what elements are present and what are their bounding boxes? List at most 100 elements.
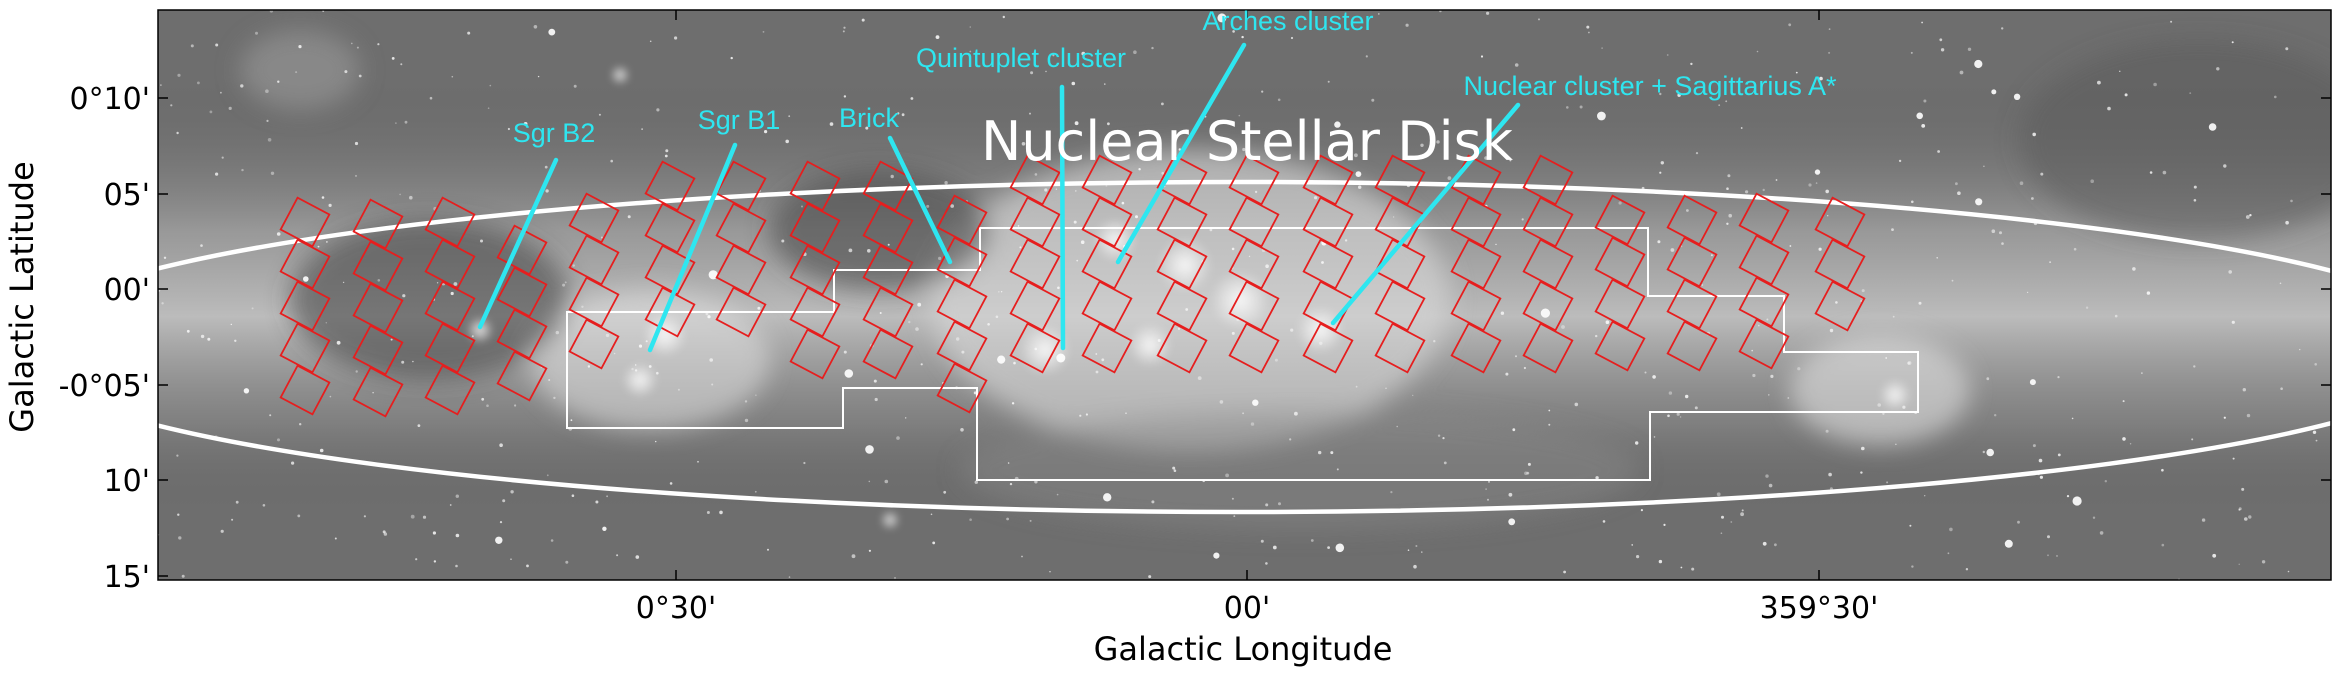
- x-tick-label: 359°30': [1760, 591, 1879, 626]
- star: [2228, 270, 2232, 274]
- star: [1055, 188, 1058, 190]
- star: [1882, 412, 1885, 415]
- star: [2242, 388, 2246, 392]
- star: [2238, 508, 2241, 511]
- star: [2231, 320, 2235, 324]
- star: [1758, 324, 1760, 327]
- star: [1157, 339, 1161, 342]
- star: [627, 215, 631, 219]
- star: [1319, 341, 1323, 345]
- star: [2193, 199, 2197, 202]
- star: [677, 388, 680, 391]
- star: [935, 35, 940, 39]
- star: [1013, 361, 1016, 365]
- star: [303, 276, 309, 282]
- star: [1151, 500, 1155, 504]
- star: [1314, 196, 1318, 200]
- star: [2073, 247, 2077, 251]
- star: [997, 355, 1006, 364]
- star: [606, 495, 608, 498]
- star: [1508, 492, 1513, 497]
- star: [930, 513, 933, 516]
- field-footprint: [862, 328, 914, 380]
- star: [2092, 516, 2096, 519]
- y-tick-label: 15': [104, 560, 150, 595]
- star: [1327, 546, 1330, 549]
- star: [1751, 349, 1753, 352]
- star: [1752, 373, 1756, 378]
- star: [2141, 372, 2143, 374]
- star: [415, 558, 418, 561]
- star: [1548, 423, 1551, 426]
- field-footprint: [1594, 236, 1646, 288]
- star: [1242, 412, 1244, 415]
- star: [450, 291, 454, 296]
- field-footprint: [715, 244, 767, 296]
- star: [2285, 220, 2289, 225]
- star: [400, 63, 403, 66]
- star: [1939, 38, 1943, 42]
- star: [481, 397, 485, 401]
- field-footprint: [1814, 280, 1866, 332]
- star: [1818, 247, 1822, 251]
- star: [1071, 81, 1076, 86]
- star: [1653, 436, 1656, 438]
- star: [1991, 89, 1997, 95]
- star: [2161, 543, 2165, 547]
- star: [917, 302, 922, 307]
- star: [2208, 123, 2217, 131]
- star: [705, 312, 709, 316]
- star: [1595, 476, 1599, 480]
- star: [190, 44, 194, 48]
- star: [1252, 399, 1259, 406]
- star: [2280, 387, 2283, 391]
- field-footprint: [644, 160, 696, 212]
- star: [391, 57, 395, 60]
- star: [1924, 495, 1926, 497]
- field-footprint: [1228, 322, 1280, 374]
- star: [550, 539, 554, 542]
- star: [1079, 414, 1082, 417]
- sky-image: [158, 10, 2331, 580]
- star: [1104, 83, 1106, 85]
- star: [1999, 231, 2002, 235]
- star: [319, 448, 324, 453]
- star: [1827, 215, 1829, 217]
- star: [861, 18, 865, 22]
- star: [901, 113, 905, 117]
- star: [1336, 468, 1339, 471]
- star: [1076, 259, 1079, 262]
- star: [240, 84, 244, 88]
- field-footprint: [1302, 280, 1354, 332]
- star: [1107, 122, 1110, 126]
- star: [1330, 451, 1334, 455]
- plot-frame: [157, 9, 2332, 581]
- star: [1225, 473, 1229, 478]
- star: [781, 239, 785, 243]
- star: [890, 174, 894, 179]
- star: [297, 514, 301, 518]
- field-footprint: [1814, 196, 1866, 248]
- star: [896, 436, 900, 440]
- star: [1566, 106, 1569, 109]
- star: [2114, 314, 2118, 318]
- star: [894, 577, 896, 579]
- star: [1056, 493, 1059, 496]
- star: [1659, 92, 1662, 96]
- star: [1898, 159, 1902, 163]
- field-footprint: [1666, 194, 1718, 246]
- field-footprint: [1522, 322, 1574, 374]
- star: [2107, 106, 2111, 111]
- star: [1487, 498, 1489, 501]
- star: [1484, 156, 1488, 160]
- star: [1975, 198, 1983, 206]
- field-footprint: [1009, 154, 1061, 206]
- star: [2261, 560, 2266, 564]
- star: [1720, 532, 1723, 534]
- star: [956, 337, 960, 341]
- star: [1527, 462, 1531, 466]
- star: [572, 264, 575, 267]
- field-footprint: [1009, 238, 1061, 290]
- star: [2072, 496, 2082, 506]
- star: [2026, 291, 2029, 294]
